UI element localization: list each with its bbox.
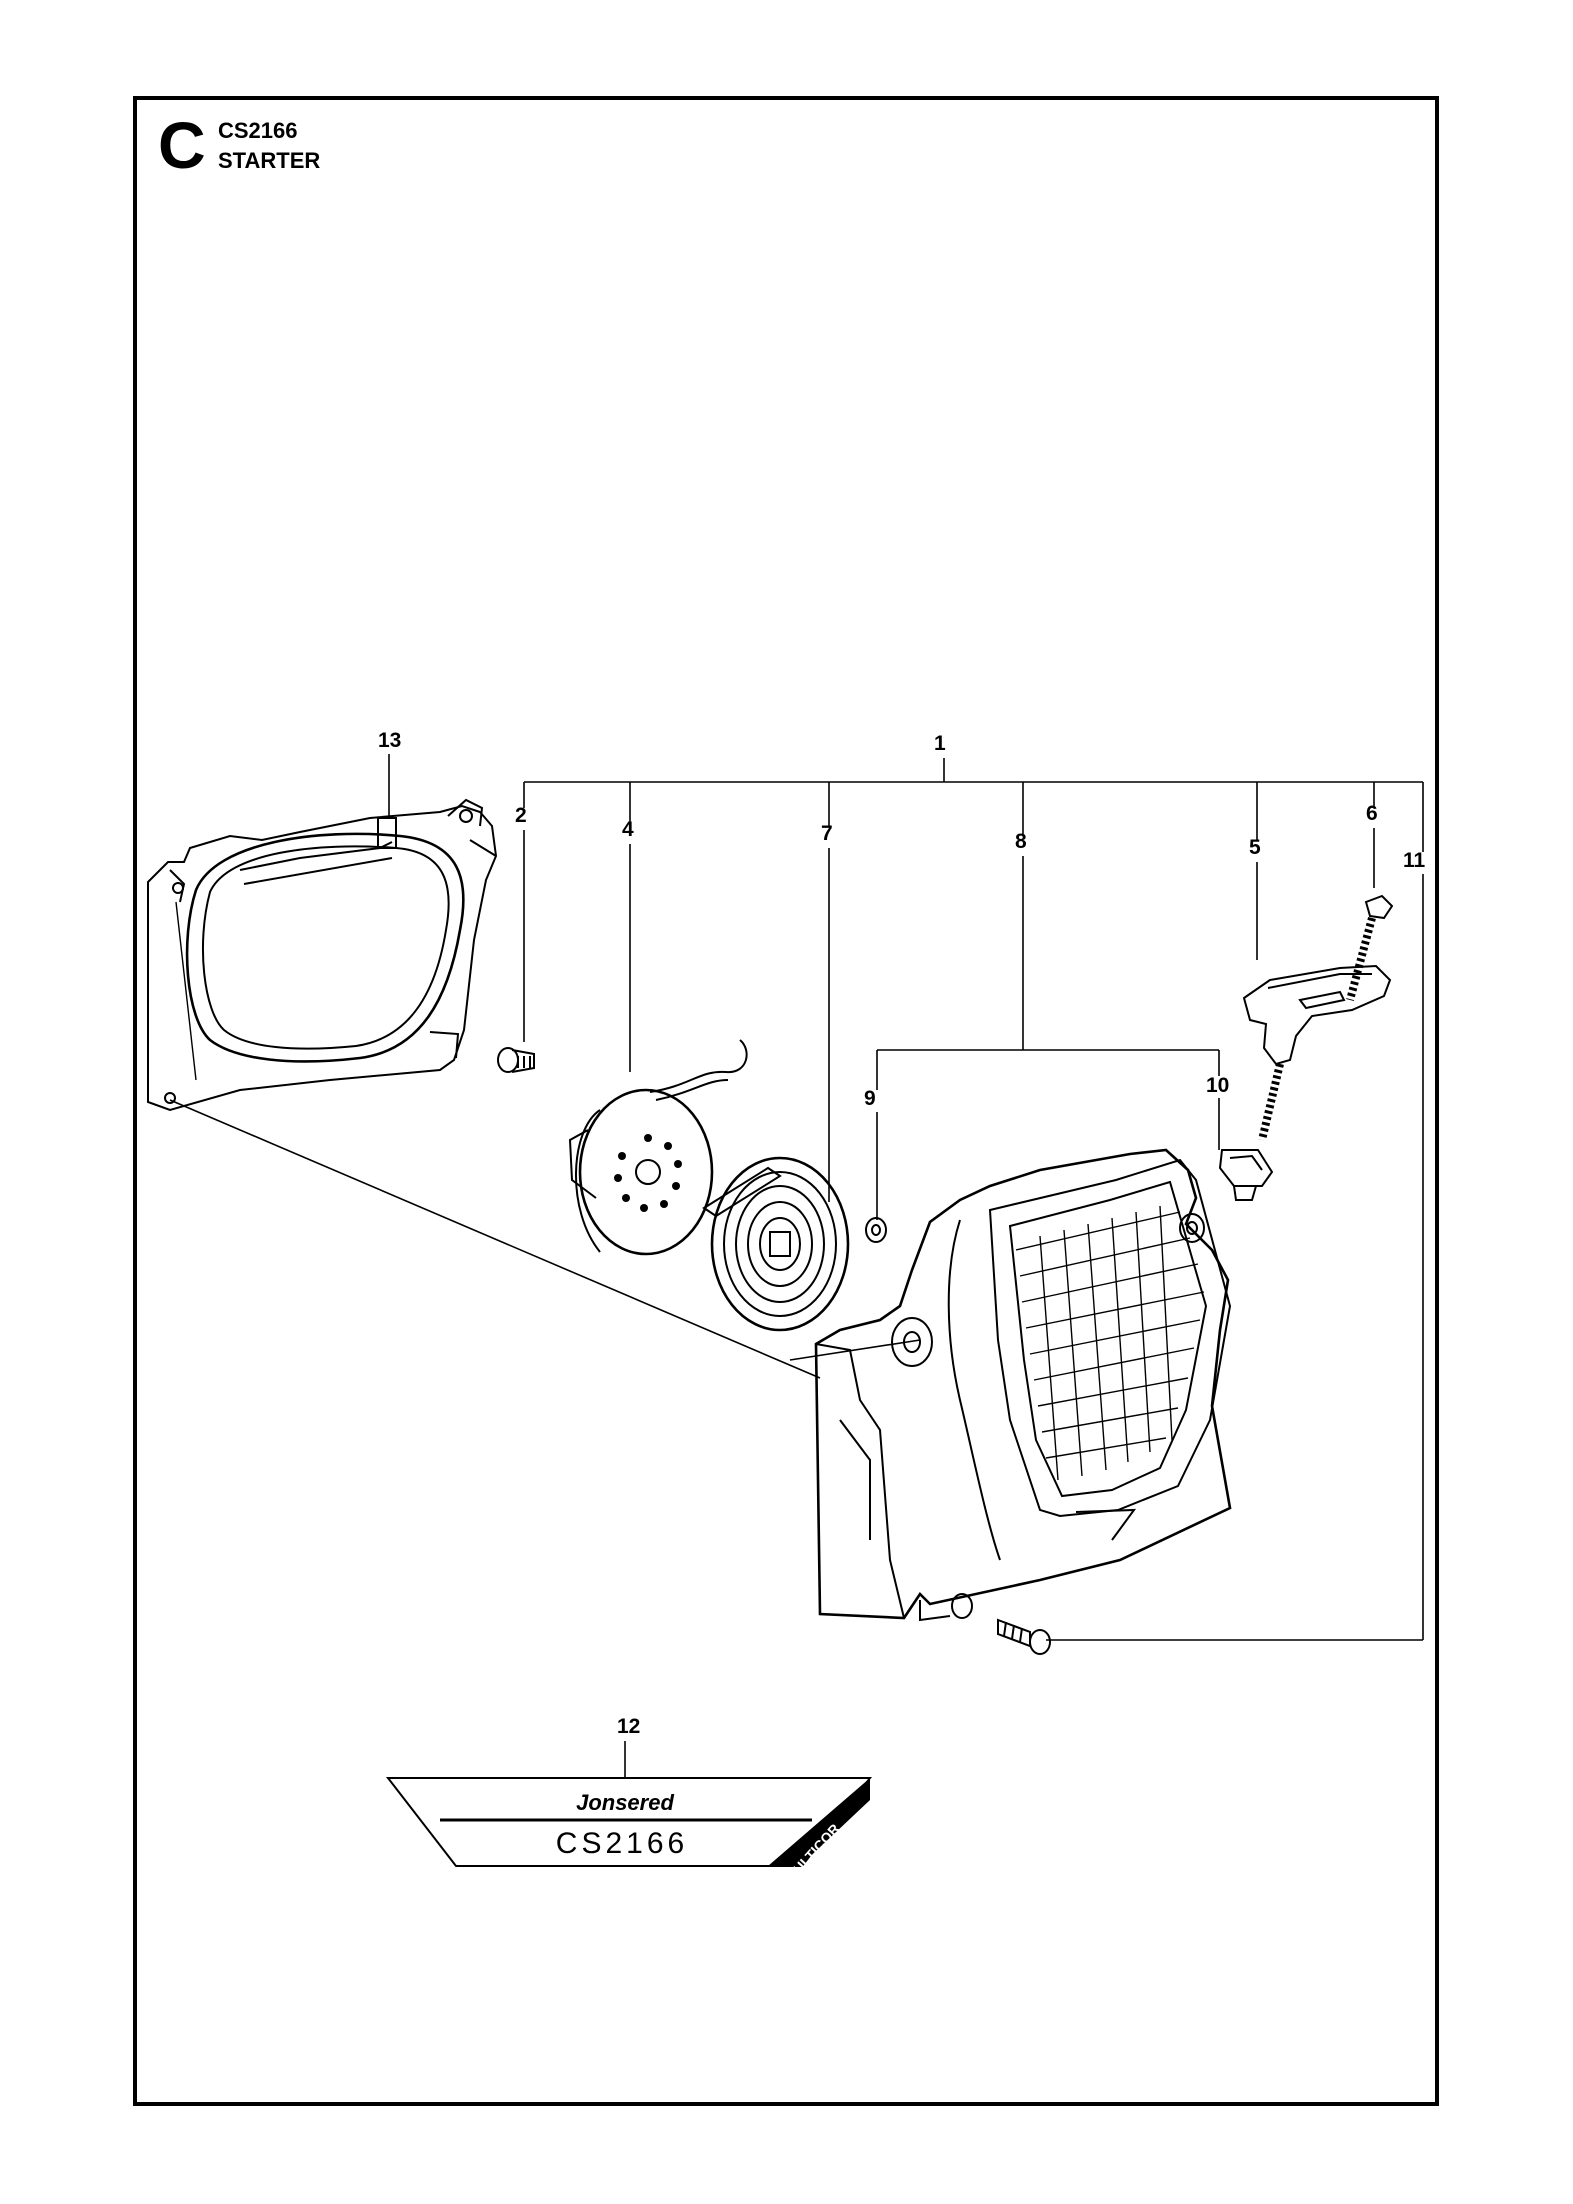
decal-part-12: Jonsered CS2166 ULTICOR: [385, 1777, 873, 1877]
section-letter: C: [158, 108, 206, 182]
model-number: CS2166: [218, 118, 298, 143]
starter-cover-part-8: [814, 1148, 1232, 1622]
rope-pulley-part-4: [568, 1039, 748, 1256]
rope-guide-part-10: [1218, 1149, 1274, 1201]
screw-part-11: [997, 1618, 1051, 1655]
callout-9: 9: [864, 1087, 876, 1110]
bushing-part-9: [865, 1217, 887, 1243]
callout-2: 2: [515, 804, 527, 827]
callout-10: 10: [1206, 1074, 1229, 1097]
callout-5: 5: [1249, 836, 1261, 859]
callout-11: 11: [1403, 849, 1426, 872]
fan-housing-part-13: [147, 798, 498, 1112]
callout-13: 13: [378, 729, 401, 752]
screw-part-2: [497, 1047, 535, 1073]
starter-rope-part-6: [1258, 894, 1394, 1141]
page-frame: [133, 96, 1439, 2106]
decal-brand: Jonsered: [576, 1790, 674, 1815]
starter-handle-part-5: [1242, 964, 1392, 1066]
callout-12: 12: [617, 1715, 640, 1738]
callout-6: 6: [1366, 802, 1378, 825]
recoil-spring-part-7: [702, 1156, 850, 1332]
callout-7: 7: [821, 822, 833, 845]
callout-8: 8: [1015, 830, 1027, 853]
callout-1: 1: [934, 732, 946, 755]
callout-bracket-1: [169, 754, 1424, 1778]
callout-4: 4: [622, 818, 634, 841]
decal-model: CS2166: [556, 1827, 688, 1860]
section-title: STARTER: [218, 148, 321, 173]
